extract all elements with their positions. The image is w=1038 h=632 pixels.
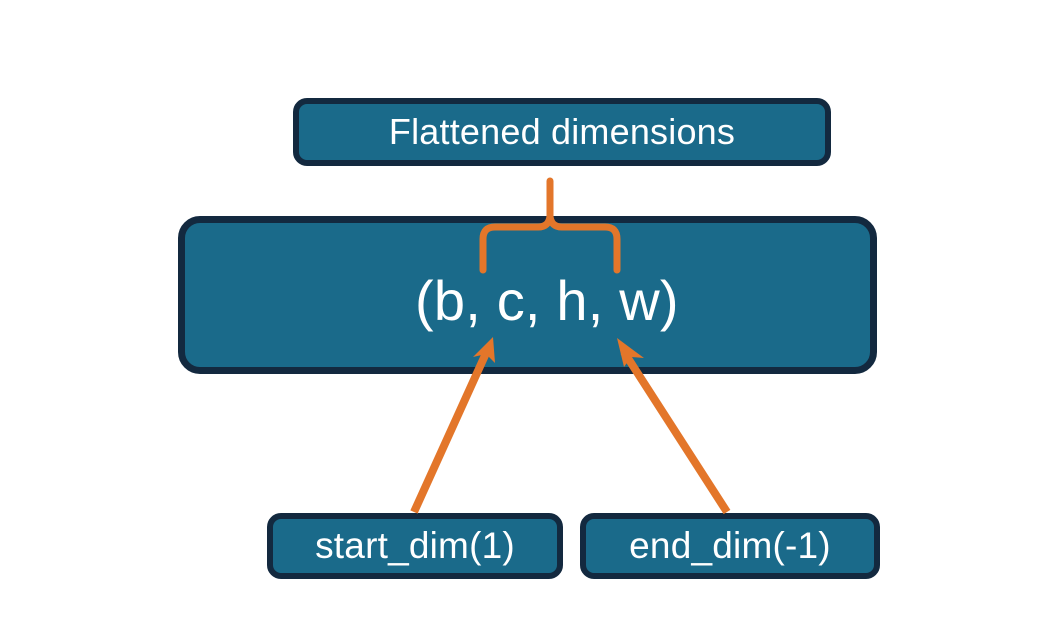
- node-end-dim[interactable]: end_dim(-1): [580, 513, 880, 579]
- node-flattened-dimensions-label: Flattened dimensions: [388, 111, 736, 153]
- node-start-dim-label: start_dim(1): [315, 524, 515, 566]
- node-flattened-dimensions[interactable]: Flattened dimensions: [293, 98, 831, 166]
- node-end-dim-label: end_dim(-1): [629, 524, 831, 566]
- node-start-dim[interactable]: start_dim(1): [267, 513, 563, 579]
- node-tensor-shape[interactable]: (b, c, h, w): [178, 216, 877, 374]
- node-tensor-shape-label: (b, c, h, w): [415, 269, 679, 332]
